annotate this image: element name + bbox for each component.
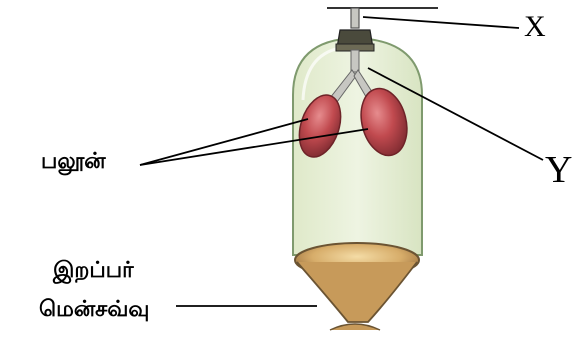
y-tube-stem — [351, 50, 359, 72]
membrane-knot — [330, 324, 380, 330]
label-x: X — [524, 10, 546, 44]
label-rubber-line-1: இறப்பர் — [53, 258, 134, 286]
pointer-x — [363, 17, 519, 28]
rubber-membrane-cone — [297, 262, 417, 322]
label-balloon: பலூன் — [41, 149, 106, 177]
label-rubber-line-2: மென்சவ்வு — [39, 297, 149, 325]
label-y: Y — [545, 148, 572, 192]
glass-tube-top — [351, 8, 359, 28]
